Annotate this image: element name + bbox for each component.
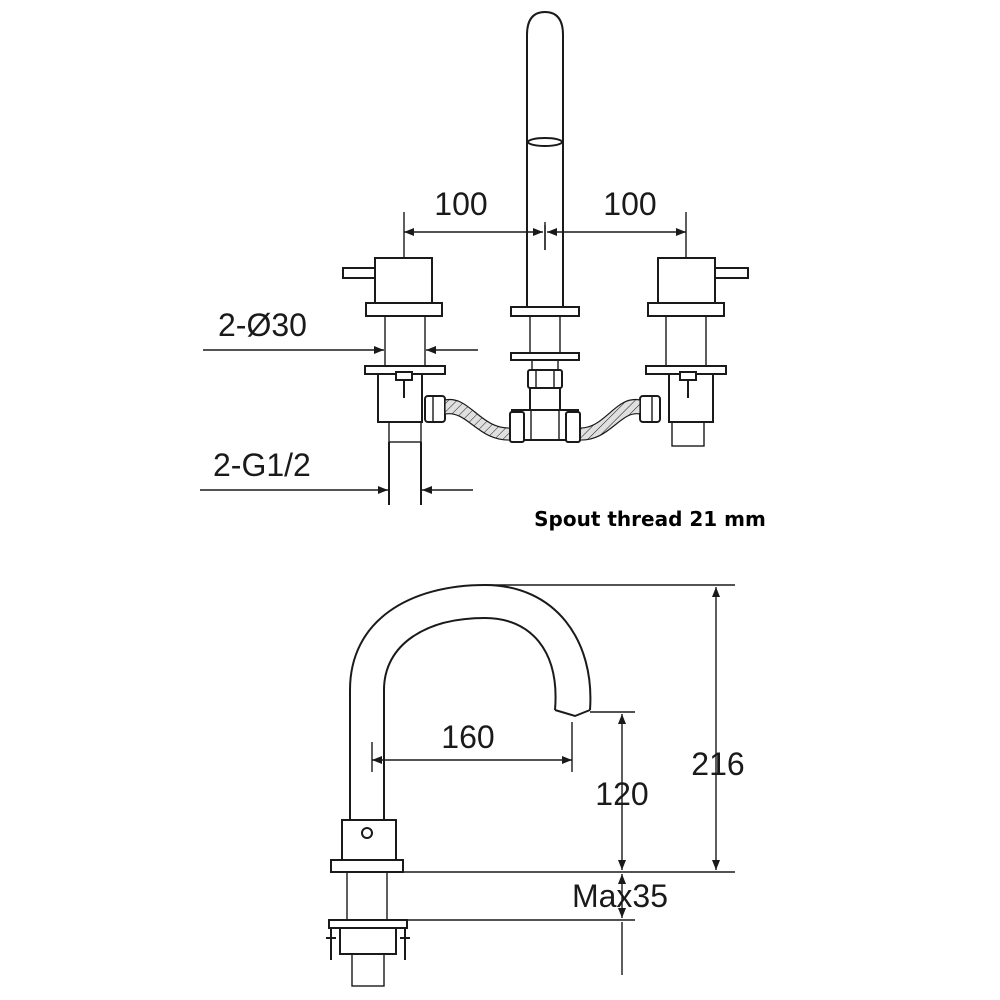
spout-thread-note: Spout thread 21 mm bbox=[534, 507, 766, 531]
connector-hoses bbox=[424, 387, 661, 443]
total-height-label: 216 bbox=[691, 746, 744, 782]
center-spout bbox=[510, 10, 580, 389]
right-valve bbox=[645, 257, 749, 447]
max-thickness-label: Max35 bbox=[572, 878, 668, 914]
left-spacing-label: 100 bbox=[434, 186, 487, 222]
top-assembly: 100 100 2-Ø30 2-G1/2 Spout thread 21 mm bbox=[200, 10, 766, 531]
left-valve bbox=[342, 257, 446, 505]
diameter-dimension: 2-Ø30 bbox=[203, 307, 478, 354]
thread-label: 2-G1/2 bbox=[213, 447, 311, 483]
thread-dimension: 2-G1/2 bbox=[200, 447, 473, 494]
spout-base bbox=[341, 819, 397, 861]
outlet-height-label: 120 bbox=[595, 776, 648, 812]
spacing-dimensions: 100 100 bbox=[403, 186, 687, 258]
spout-side-view: 216 120 160 Max35 bbox=[326, 583, 745, 987]
right-spacing-label: 100 bbox=[603, 186, 656, 222]
reach-label: 160 bbox=[441, 719, 494, 755]
diameter-label: 2-Ø30 bbox=[218, 307, 307, 343]
